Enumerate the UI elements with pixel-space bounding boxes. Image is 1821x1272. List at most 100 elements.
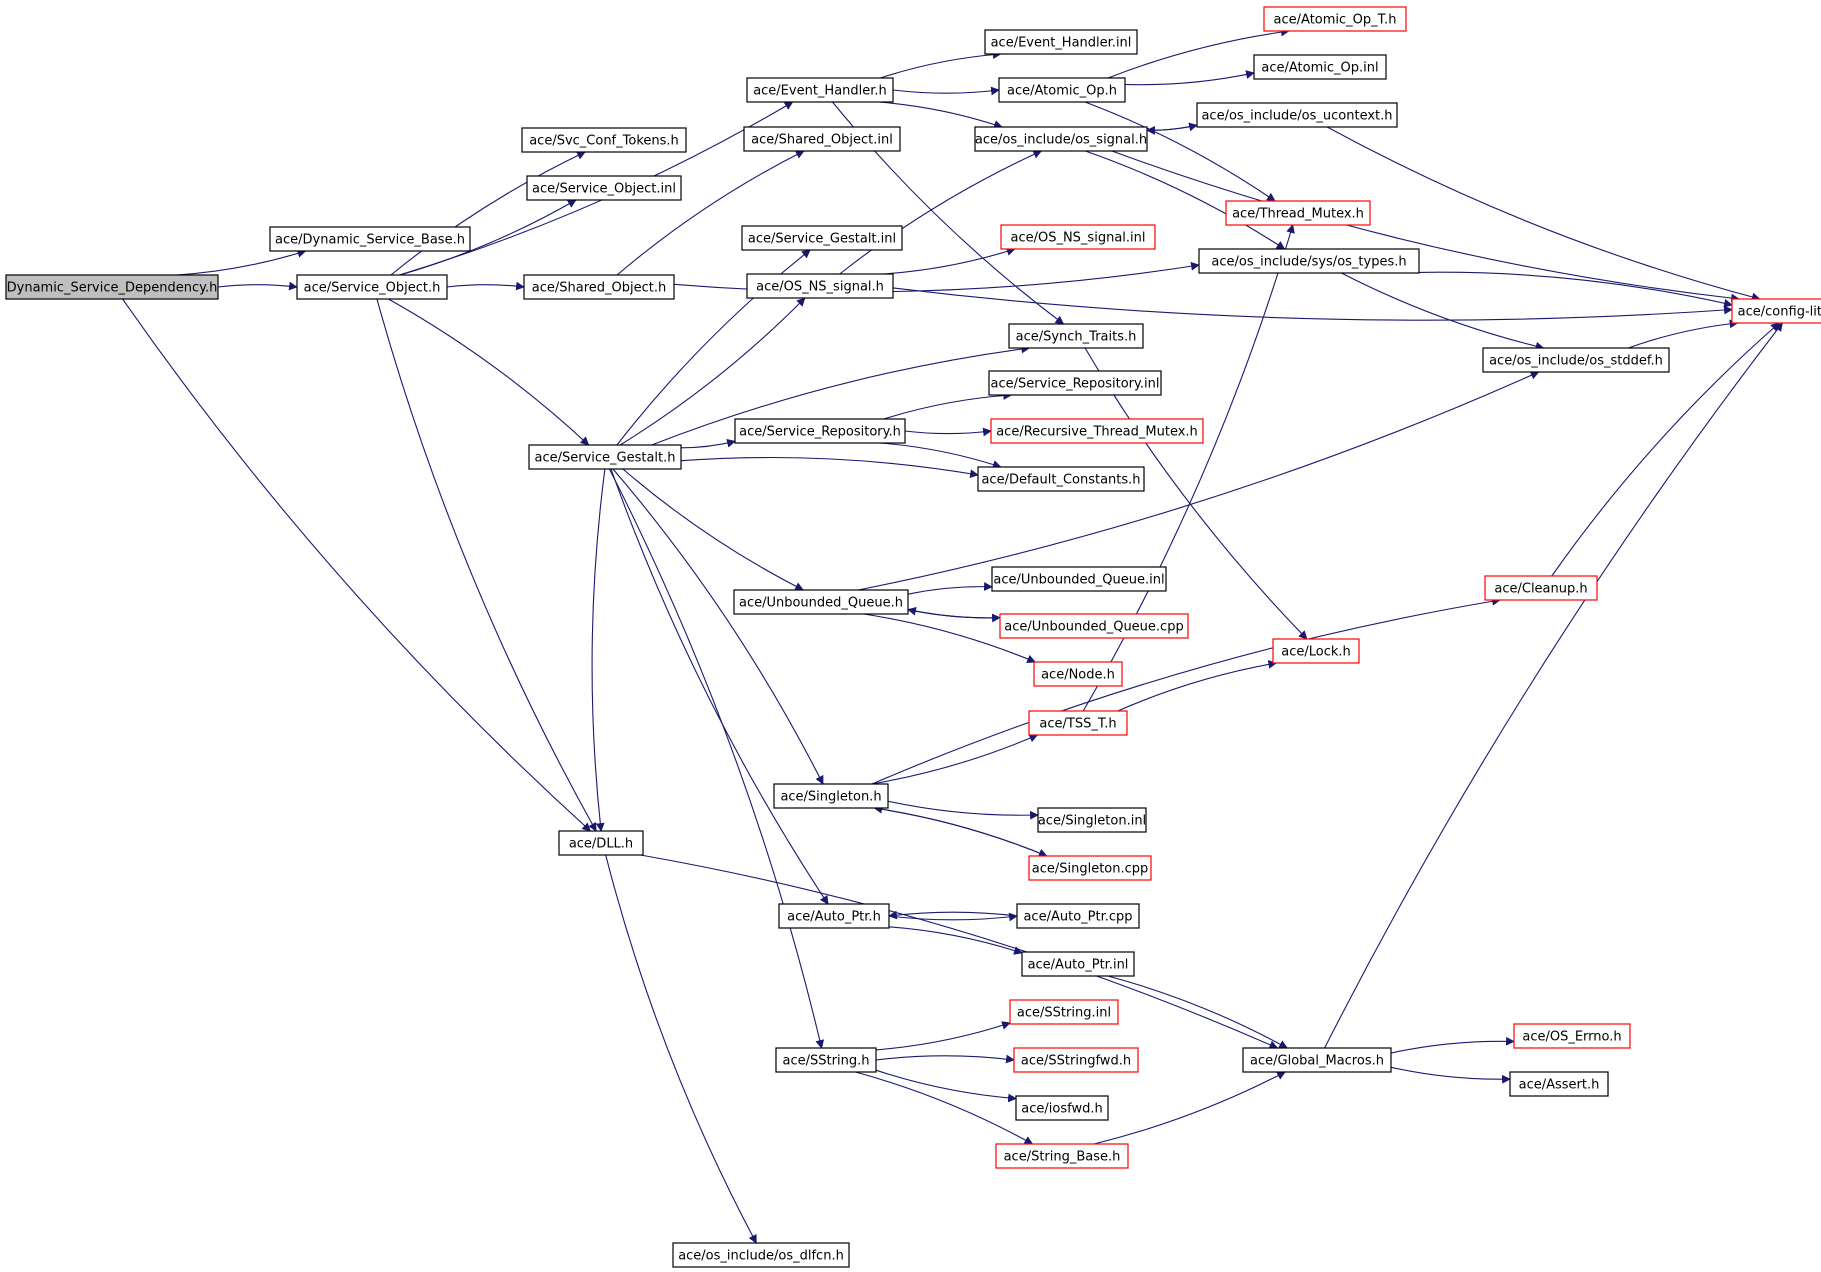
node-box-configlite	[1731, 298, 1821, 324]
node-sharedobjinl[interactable]: ace/Shared_Object.inl	[743, 126, 901, 152]
edge-svcobj-to-svcgestalt	[388, 298, 590, 446]
edge-svcrepo-to-svcrepoinl	[883, 391, 1013, 420]
node-label-ubq: ace/Unbounded_Queue.h	[739, 596, 903, 611]
node-label-synchtraits: ace/Synch_Traits.h	[1016, 330, 1137, 345]
edge-svcgestalt-to-singleton	[612, 468, 824, 785]
edge-evh-to-atomicop	[892, 86, 1000, 96]
node-configlite[interactable]: ace/config-lite.h	[1731, 298, 1821, 324]
node-label-sstringinl: ace/SString.inl	[1017, 1006, 1111, 1021]
edge-atomicop-to-atomicopt	[1107, 27, 1290, 79]
edge-sstring-to-sstringfwd	[875, 1054, 1015, 1064]
node-sharedobj[interactable]: ace/Shared_Object.h	[523, 274, 675, 300]
node-svcgestaltinl[interactable]: ace/Service_Gestalt.inl	[741, 225, 903, 251]
node-svcobjinl[interactable]: ace/Service_Object.inl	[526, 175, 682, 201]
node-evh[interactable]: ace/Event_Handler.h	[746, 77, 894, 103]
node-dll[interactable]: ace/DLL.h	[558, 830, 644, 856]
edge-autoptrinl-to-globalmacros	[1107, 975, 1288, 1049]
node-svcconf[interactable]: ace/Svc_Conf_Tokens.h	[521, 127, 687, 153]
node-box-iosfwd	[1015, 1095, 1109, 1121]
node-box-svcconf	[521, 127, 687, 153]
node-autoptrinl[interactable]: ace/Auto_Ptr.inl	[1021, 951, 1135, 977]
node-defconst[interactable]: ace/Default_Constants.h	[977, 466, 1145, 492]
node-singletoninl[interactable]: ace/Singleton.inl	[1037, 807, 1147, 833]
node-sstringinl[interactable]: ace/SString.inl	[1009, 999, 1119, 1025]
node-box-atomicop	[998, 77, 1126, 103]
node-box-ossignal	[974, 126, 1148, 152]
node-stringbase[interactable]: ace/String_Base.h	[995, 1143, 1129, 1169]
edge-sharedobj-to-sharedobjinl	[616, 150, 805, 276]
node-osnssignalinl[interactable]: ace/OS_NS_signal.inl	[1000, 224, 1156, 250]
edge-ubqcpp-to-ubq	[907, 606, 1001, 619]
node-root[interactable]: Dynamic_Service_Dependency.h	[5, 274, 219, 300]
node-autoptr[interactable]: ace/Auto_Ptr.h	[778, 903, 890, 929]
node-atomicopinl[interactable]: ace/Atomic_Op.inl	[1253, 54, 1387, 80]
node-box-singleton	[773, 783, 889, 809]
edge-ubq-to-node	[863, 613, 1037, 664]
node-ostypes[interactable]: ace/os_include/sys/os_types.h	[1198, 248, 1420, 274]
node-box-svcgestaltinl	[741, 225, 903, 251]
node-synchtraits[interactable]: ace/Synch_Traits.h	[1008, 323, 1144, 349]
node-box-osucontext	[1196, 102, 1398, 128]
edge-globalmacros-to-oserrno	[1390, 1036, 1515, 1054]
node-label-ossignal: ace/os_include/os_signal.h	[975, 133, 1147, 148]
node-atomicopt[interactable]: ace/Atomic_Op_T.h	[1263, 6, 1407, 32]
node-ubqinl[interactable]: ace/Unbounded_Queue.inl	[991, 566, 1167, 592]
node-sstring[interactable]: ace/SString.h	[775, 1047, 877, 1073]
node-dsb[interactable]: ace/Dynamic_Service_Base.h	[269, 226, 471, 252]
node-singletoncpp[interactable]: ace/Singleton.cpp	[1028, 855, 1152, 881]
node-svcgestalt[interactable]: ace/Service_Gestalt.h	[528, 444, 682, 470]
node-label-evh: ace/Event_Handler.h	[753, 84, 887, 99]
node-iosfwd[interactable]: ace/iosfwd.h	[1015, 1095, 1109, 1121]
edge-tsst-to-threadmutex	[1082, 224, 1295, 712]
node-osucontext[interactable]: ace/os_include/os_ucontext.h	[1196, 102, 1398, 128]
edge-root-to-dll	[122, 298, 592, 832]
edge-osnssignal-to-configlite	[892, 287, 1733, 321]
node-osstddef[interactable]: ace/os_include/os_stddef.h	[1482, 347, 1670, 373]
node-sstringfwd[interactable]: ace/SStringfwd.h	[1013, 1047, 1139, 1073]
edge-atomicop-to-threadmutex	[1084, 101, 1276, 202]
node-box-sstring	[775, 1047, 877, 1073]
node-label-singletoncpp: ace/Singleton.cpp	[1032, 862, 1149, 877]
node-box-ostypes	[1198, 248, 1420, 274]
node-ubqcpp[interactable]: ace/Unbounded_Queue.cpp	[999, 613, 1189, 639]
edge-globalmacros-to-assert	[1390, 1066, 1511, 1084]
node-svcrepo[interactable]: ace/Service_Repository.h	[734, 418, 906, 444]
node-singleton[interactable]: ace/Singleton.h	[773, 783, 889, 809]
node-ossignal[interactable]: ace/os_include/os_signal.h	[974, 126, 1148, 152]
node-node[interactable]: ace/Node.h	[1033, 661, 1123, 687]
node-label-defconst: ace/Default_Constants.h	[981, 473, 1140, 488]
edge-atomicop-to-atomicopinl	[1124, 70, 1255, 86]
node-lock[interactable]: ace/Lock.h	[1272, 638, 1360, 664]
node-threadmutex[interactable]: ace/Thread_Mutex.h	[1225, 200, 1371, 226]
node-tsst[interactable]: ace/TSS_T.h	[1028, 710, 1128, 736]
node-box-autoptrcpp	[1016, 903, 1140, 929]
edge-svcobj-to-dll	[376, 298, 597, 832]
node-label-assert: ace/Assert.h	[1519, 1078, 1600, 1093]
node-box-autoptrinl	[1021, 951, 1135, 977]
node-oserrno[interactable]: ace/OS_Errno.h	[1513, 1023, 1631, 1049]
node-label-osnssignalinl: ace/OS_NS_signal.inl	[1010, 231, 1145, 246]
node-label-iosfwd: ace/iosfwd.h	[1021, 1102, 1102, 1117]
node-recmutex[interactable]: ace/Recursive_Thread_Mutex.h	[990, 418, 1204, 444]
node-svcobj[interactable]: ace/Service_Object.h	[296, 274, 448, 300]
node-svcrepoinl[interactable]: ace/Service_Repository.inl	[988, 370, 1162, 396]
node-cleanup[interactable]: ace/Cleanup.h	[1484, 575, 1598, 601]
node-label-oserrno: ace/OS_Errno.h	[1522, 1030, 1621, 1045]
node-label-sharedobj: ace/Shared_Object.h	[532, 281, 666, 296]
node-assert[interactable]: ace/Assert.h	[1509, 1071, 1609, 1097]
node-ubq[interactable]: ace/Unbounded_Queue.h	[733, 589, 909, 615]
node-evhinl[interactable]: ace/Event_Handler.inl	[984, 29, 1138, 55]
node-box-node	[1033, 661, 1123, 687]
node-atomicop[interactable]: ace/Atomic_Op.h	[998, 77, 1126, 103]
node-globalmacros[interactable]: ace/Global_Macros.h	[1242, 1047, 1392, 1073]
node-box-dll	[558, 830, 644, 856]
edge-sstring-to-sstringinl	[875, 1021, 1011, 1051]
node-label-globalmacros: ace/Global_Macros.h	[1250, 1054, 1384, 1069]
node-osdlfcn[interactable]: ace/os_include/os_dlfcn.h	[672, 1242, 850, 1268]
node-box-svcrepoinl	[988, 370, 1162, 396]
node-label-svcrepoinl: ace/Service_Repository.inl	[991, 377, 1160, 392]
edge-svcgestalt-to-sstring	[608, 468, 825, 1049]
node-osnssignal[interactable]: ace/OS_NS_signal.h	[746, 273, 894, 299]
node-autoptrcpp[interactable]: ace/Auto_Ptr.cpp	[1016, 903, 1140, 929]
